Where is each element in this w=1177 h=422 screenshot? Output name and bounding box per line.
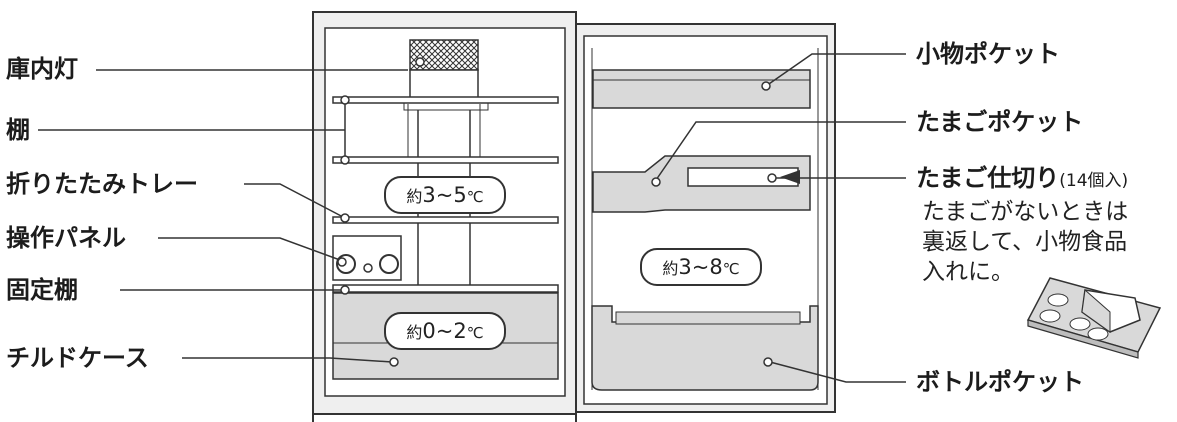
leader-lines-right (651, 53, 906, 383)
note-line-3: 入れに。 (922, 259, 1014, 285)
temp-upper-unit: ℃ (466, 188, 484, 206)
temp-badge-upper: 約3~5℃ (384, 176, 506, 214)
egg-tray-icon (1026, 277, 1162, 359)
label-control-panel: 操作パネル (6, 224, 126, 252)
label-folding-tray: 折りたたみトレー (6, 170, 198, 198)
note-line-2: 裏返して、小物食品 (922, 229, 1128, 255)
temp-chilled-range: 0~2 (422, 319, 467, 343)
label-chilled-case: チルドケース (6, 344, 149, 372)
temp-upper-prefix: 約 (406, 187, 423, 206)
temp-door-prefix: 約 (662, 259, 679, 278)
temp-badge-chilled: 約0~2℃ (384, 312, 506, 350)
fridge-door (575, 23, 836, 413)
label-shelf: 棚 (6, 116, 30, 144)
interior-light (403, 39, 489, 298)
label-interior-light: 庫内灯 (6, 55, 78, 83)
leader-lines-left (38, 57, 425, 367)
label-egg-divider: たまご仕切り(14個入) (916, 164, 1128, 195)
label-egg-pocket: たまごポケット (916, 108, 1084, 136)
note-line-1: たまごがないときは (922, 199, 1129, 225)
temp-chilled-unit: ℃ (466, 324, 484, 342)
label-bottle-pocket: ボトルポケット (916, 368, 1084, 396)
temp-door-range: 3~8 (678, 255, 723, 279)
shelves (332, 96, 559, 293)
label-fixed-shelf: 固定棚 (6, 276, 78, 304)
egg-divider-count: (14個入) (1059, 171, 1129, 191)
egg-divider-text: たまご仕切り (916, 164, 1060, 192)
temp-badge-door: 約3~8℃ (640, 248, 762, 286)
temp-door-unit: ℃ (722, 260, 740, 278)
temp-upper-range: 3~5 (422, 183, 467, 207)
label-small-pocket: 小物ポケット (916, 40, 1060, 68)
temp-chilled-prefix: 約 (406, 323, 423, 342)
